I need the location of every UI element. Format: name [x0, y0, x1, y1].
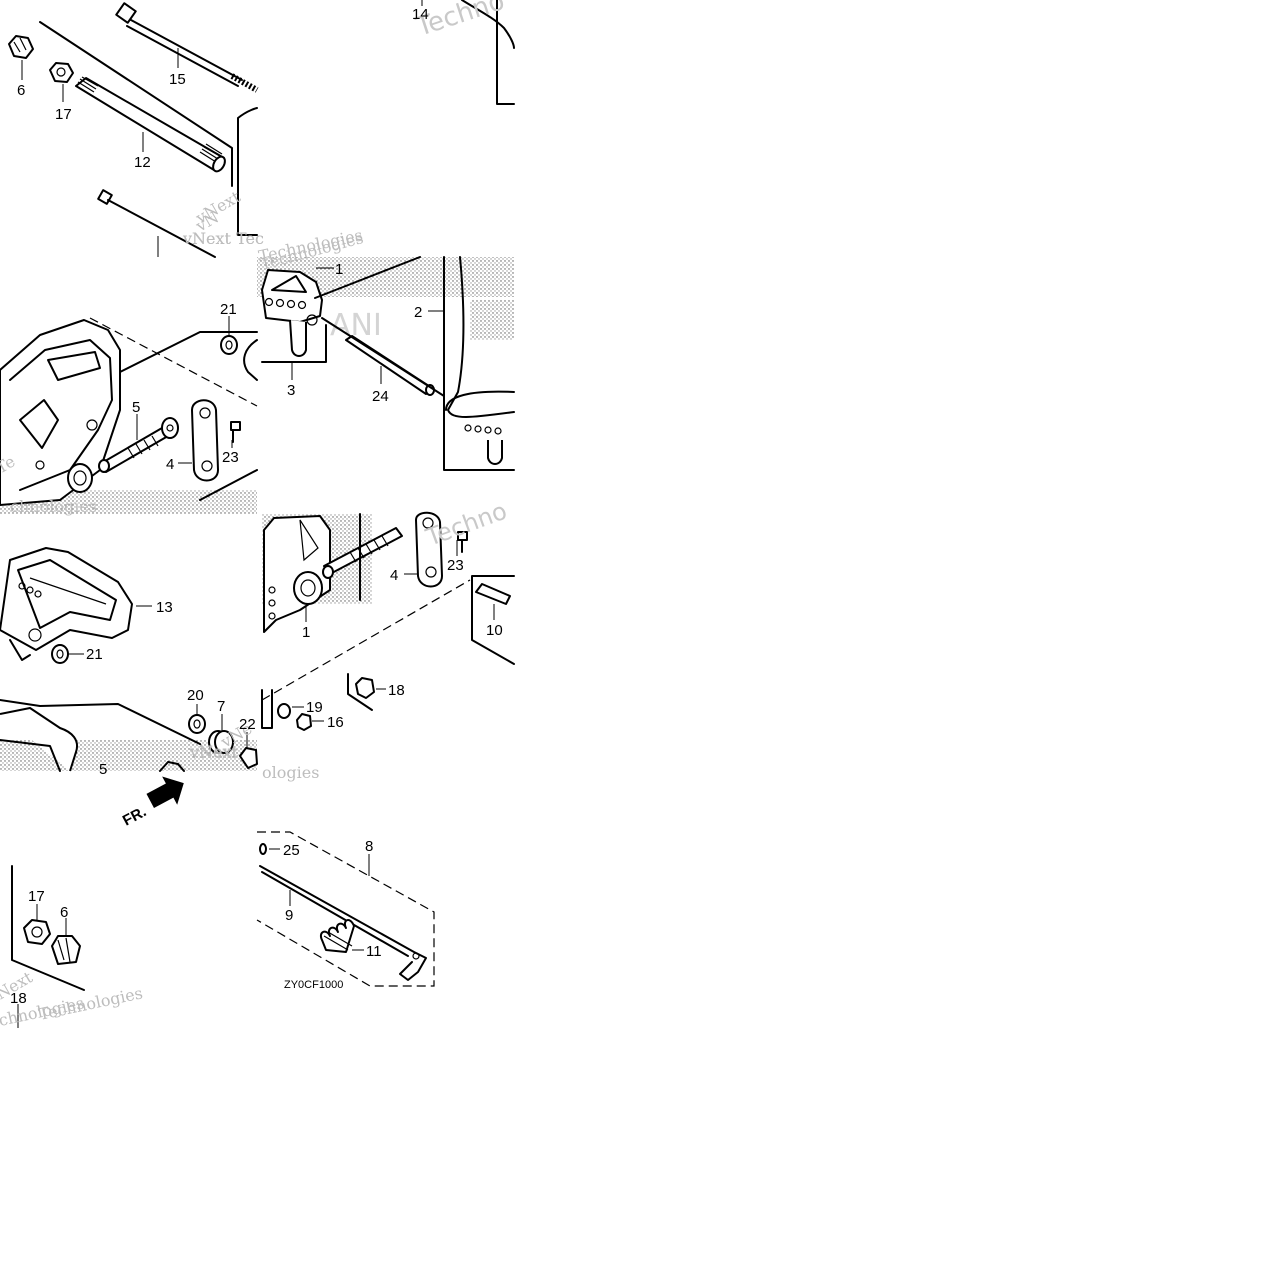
svg-text:Techno: Techno — [422, 497, 511, 552]
callout-1: 1 — [335, 261, 343, 278]
lever-10-part — [475, 583, 511, 605]
link-plate-4b-part — [415, 511, 443, 588]
callout-14: 14 — [412, 6, 429, 23]
callout-10: 10 — [486, 622, 503, 639]
cap-nut-6b-part — [51, 935, 81, 965]
callout-labels: 14 15 6 17 12 1 2 3 24 21 5 4 23 13 21 1… — [10, 6, 503, 1007]
diagram-code: ZY0CF1000 — [284, 979, 343, 991]
svg-text:ologies: ologies — [262, 763, 319, 782]
callout-21b: 21 — [86, 646, 103, 663]
callout-7: 7 — [217, 698, 225, 715]
front-direction-label: FR. — [120, 803, 149, 829]
clip-25-part — [259, 843, 267, 855]
front-direction-arrow-icon — [146, 776, 184, 809]
spring-11-part — [320, 919, 355, 953]
callout-24: 24 — [372, 388, 389, 405]
swivel-bracket-part — [0, 319, 121, 506]
callout-22: 22 — [239, 716, 256, 733]
link-plate-4-part — [191, 399, 219, 482]
nut-16-part — [296, 713, 312, 731]
callout-17: 17 — [55, 106, 72, 123]
tile-middle-left: Te chnologies — [0, 316, 258, 516]
callout-17b: 17 — [28, 888, 45, 905]
washer-19-part — [277, 703, 291, 719]
tilt-tray-13-part — [0, 547, 133, 661]
nut-22-part — [239, 747, 258, 769]
svg-text:chnologies: chnologies — [10, 497, 97, 516]
watermark-vnext-3: vNext — [189, 742, 239, 761]
bolt-23b-part — [457, 531, 468, 553]
callout-3: 3 — [287, 382, 295, 399]
washer-21-part — [220, 335, 238, 355]
nut-17b-part — [23, 919, 51, 945]
callout-13: 13 — [156, 599, 173, 616]
svg-text:vNext: vNext — [189, 743, 239, 762]
bushing-7-part — [208, 730, 234, 754]
plate-1b-part — [263, 515, 331, 633]
bolt-23-part — [230, 421, 241, 443]
plate-assy-3-part — [261, 269, 323, 357]
callout-21: 21 — [220, 301, 237, 318]
svg-text:vNext Tec: vNext Tec — [182, 229, 264, 248]
washer-20-part — [188, 714, 206, 734]
tile-top-left: vNext Tec vN — [8, 2, 264, 258]
pipe-12-part — [75, 76, 226, 173]
callout-4b: 4 — [390, 567, 398, 584]
tie-rod-part — [97, 189, 216, 258]
bolt-15-part — [115, 2, 259, 93]
tile-lower-left: vNext vNe — [0, 547, 258, 772]
callout-5: 5 — [132, 399, 140, 416]
watermark-tech-2: Technologies — [37, 983, 145, 1024]
stern-bracket-2-part — [445, 256, 515, 465]
spring-pin-5-part — [98, 417, 179, 473]
callout-16: 16 — [327, 714, 344, 731]
callout-1b: 1 — [302, 624, 310, 641]
callout-19: 19 — [306, 699, 323, 716]
nut-18-part — [355, 677, 375, 699]
callout-15: 15 — [169, 71, 186, 88]
svg-text:ANI: ANI — [330, 308, 382, 343]
callout-12: 12 — [134, 154, 151, 171]
tile-center: ANI — [257, 228, 515, 471]
callout-23b: 23 — [447, 557, 464, 574]
callout-25: 25 — [283, 842, 300, 859]
callout-5b: 5 — [99, 761, 107, 778]
nut-17-part — [49, 62, 74, 83]
callout-9: 9 — [285, 907, 293, 924]
cam-1b-part — [293, 571, 323, 605]
callout-2: 2 — [414, 304, 422, 321]
callout-8: 8 — [365, 838, 373, 855]
callout-18: 18 — [388, 682, 405, 699]
shaft-9-part — [259, 865, 427, 981]
callout-4: 4 — [166, 456, 174, 473]
callout-6b: 6 — [60, 904, 68, 921]
callout-23: 23 — [222, 449, 239, 466]
cam-part — [67, 463, 93, 493]
callout-11: 11 — [366, 943, 382, 960]
watermark-vnext-2: vNext Tec — [182, 229, 264, 248]
callout-18b: 18 — [10, 990, 27, 1007]
washer-21b-part — [51, 644, 69, 664]
callout-20: 20 — [187, 687, 204, 704]
tile-bottom-middle: ologies ZY0CF1000 — [256, 763, 435, 991]
callout-6: 6 — [17, 82, 25, 99]
rod-24-part — [345, 335, 435, 396]
cap-nut-6-part — [8, 35, 34, 59]
